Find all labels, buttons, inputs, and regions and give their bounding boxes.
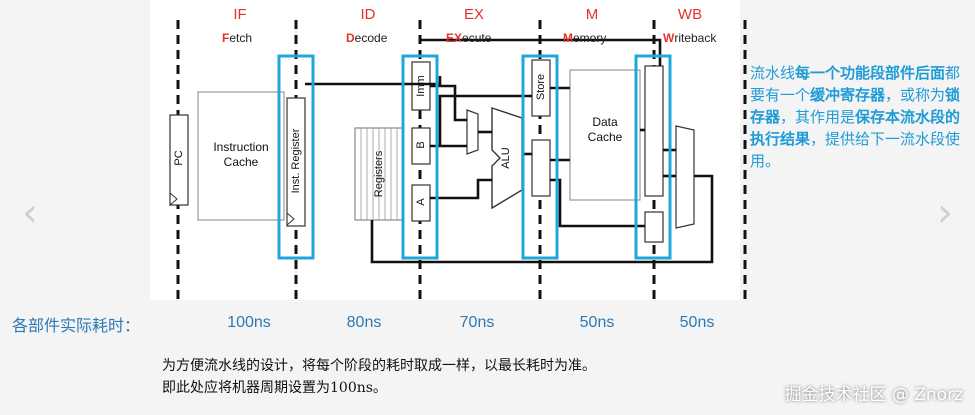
a-latch — [411, 184, 431, 222]
stage-id-letter: ID — [360, 6, 376, 23]
stage-if-rest: etch — [229, 31, 253, 45]
inst-register-block — [286, 97, 306, 227]
wire-top — [305, 76, 442, 86]
data-cache-block — [569, 69, 641, 201]
note-b1: 每一个功能段部件后面 — [795, 64, 946, 82]
bottom-line-2: 即此处应将机器周期设置为100ns。 — [162, 380, 387, 396]
wb-small-latch — [644, 211, 664, 243]
b-label: B — [415, 141, 427, 149]
a-label: A — [415, 198, 427, 206]
imm-label: Imm — [415, 75, 427, 97]
watermark: 掘金技术社区 @ Znorz — [784, 385, 963, 405]
timing-label: 各部件实际耗时： — [12, 316, 141, 335]
data-cache-line2: Cache — [587, 130, 623, 144]
latch-highlights — [277, 54, 672, 260]
stage-ex-letter: EX — [463, 6, 484, 23]
note-p5: ，提供给下一流水段使用。 — [750, 130, 961, 170]
note-b4: 保存本流水段的执行结果 — [750, 108, 961, 148]
stage-wb-letter: WB — [677, 6, 703, 23]
registers-label: Registers — [373, 150, 385, 198]
stage-m-letter: M — [585, 6, 599, 23]
stage-wb-rest: riteback — [674, 31, 717, 45]
note-p2: 都要有一个 — [750, 64, 961, 104]
instruction-cache-label: Instruction Cache — [198, 140, 284, 170]
data-cache-label: Data Cache — [570, 115, 640, 145]
stage-id-rest: ecode — [354, 31, 388, 45]
wire-imm-to-mux — [430, 84, 467, 122]
inst-register-label: Inst. Register — [290, 128, 302, 194]
note-b2: 缓冲寄存器 — [810, 86, 886, 104]
if-id-latch-highlight — [277, 54, 315, 260]
stage-if-highlight: F — [222, 31, 230, 45]
timing-ex: 70ns — [459, 314, 495, 331]
id-ex-latch-highlight — [401, 54, 439, 260]
stage-id-highlight: D — [346, 31, 355, 45]
note-p1: 流水线 — [750, 64, 796, 82]
stage-ex-name: EXecute — [446, 31, 491, 45]
store-label: Store — [535, 73, 547, 101]
mux-ex — [466, 109, 479, 155]
wire-b-to-store — [438, 94, 532, 146]
instruction-cache-line1: Instruction — [213, 140, 269, 154]
stage-ex-highlight: EX — [446, 31, 463, 45]
instruction-cache-line2: Cache — [223, 155, 259, 169]
note-b3: 锁存器 — [750, 86, 961, 126]
prev-slide-icon[interactable]: ‹ — [22, 190, 38, 236]
data-cache-line1: Data — [592, 115, 618, 129]
note-p3: ，或称为 — [885, 86, 946, 104]
timing-id: 80ns — [346, 314, 382, 331]
stage-if-letter: IF — [233, 6, 247, 23]
stage-if-name: Fetch — [222, 31, 252, 45]
stage-m-name: Memory — [563, 31, 606, 45]
next-slide-icon[interactable]: › — [937, 190, 953, 236]
wire-bypass — [550, 178, 645, 228]
stage-m-highlight: M — [563, 31, 573, 45]
wire-writeback — [370, 174, 714, 264]
inst-register-clock-icon — [286, 211, 295, 227]
stage-wb-name: Writeback — [663, 31, 716, 45]
bottom-line-1: 为方便流水线的设计，将每个阶段的耗时取成一样，以最长耗时为准。 — [162, 358, 596, 374]
mem-out-latch — [644, 65, 664, 197]
alu-label: ALU — [500, 147, 512, 169]
pc-clock-icon — [169, 191, 178, 207]
registers-stripes — [360, 128, 398, 220]
timing-m: 50ns — [579, 314, 615, 331]
timing-if: 100ns — [227, 314, 271, 331]
stage-ex-rest: ecute — [462, 31, 492, 45]
note-p4: ，其作用是 — [780, 108, 856, 126]
side-note: 流水线每一个功能段部件后面都要有一个缓冲寄存器，或称为锁存器，其作用是保存本流水… — [750, 62, 965, 172]
wire-a-to-alu — [430, 178, 492, 200]
stage-m-rest: emory — [573, 31, 607, 45]
pc-block — [169, 114, 189, 206]
stage-wb-highlight: W — [663, 31, 675, 45]
timing-wb: 50ns — [679, 314, 715, 331]
mux-wb — [675, 125, 695, 229]
stage-id-name: Decode — [346, 31, 387, 45]
instruction-cache-block — [197, 91, 285, 221]
alu-out-latch — [531, 139, 551, 197]
m-wb-latch-highlight — [634, 54, 672, 260]
ex-m-latch-highlight — [521, 54, 559, 260]
pc-label: PC — [173, 150, 185, 166]
